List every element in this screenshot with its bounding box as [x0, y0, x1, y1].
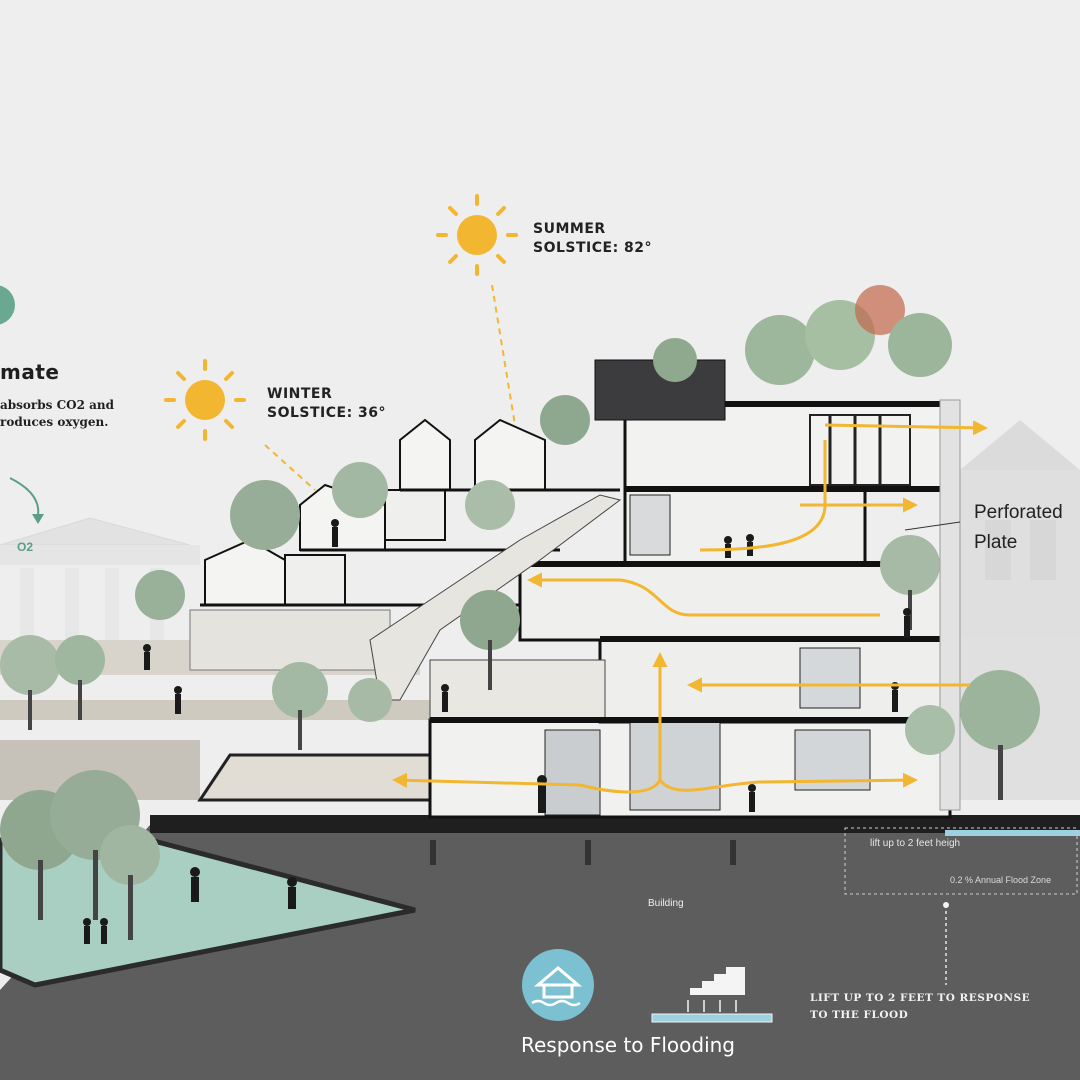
o2-label: O2 [17, 540, 34, 554]
winter-solstice-line1: WINTER [267, 386, 333, 402]
summer-sun-ray [491, 284, 516, 426]
perforated-leader [904, 521, 961, 531]
climate-text-line2: roduces oxygen. [0, 415, 109, 429]
climate-title: mate [0, 360, 60, 384]
lift-stairs-icon [651, 967, 773, 1023]
summer-solstice-line2: SOLSTICE: 82° [533, 240, 653, 256]
floodwater [945, 830, 1080, 836]
stepped-houses [200, 418, 622, 701]
climate-arrow [9, 477, 40, 516]
lift-height-label: lift up to 2 feet heigh [870, 838, 961, 849]
flood-leader-dot [943, 902, 949, 908]
background-gothic-building [960, 420, 1080, 800]
main-building [428, 359, 961, 819]
perforated-plate-line1: Perforated [974, 502, 1063, 523]
climate-text-line1: absorbs CO2 and [0, 398, 114, 412]
flood-lift-line1: LIFT UP TO 2 FEET TO RESPONSE [810, 992, 1031, 1004]
flood-zone-label: 0.2 % Annual Flood Zone [950, 875, 1052, 885]
people [83, 519, 911, 944]
flood-lift-line2: TO THE FLOOD [810, 1009, 909, 1021]
winter-sun-icon [164, 359, 246, 441]
flood-zone-box [844, 827, 1078, 895]
winter-solstice-line2: SOLSTICE: 36° [267, 405, 387, 421]
pile [430, 840, 436, 865]
airflow-arrows [392, 420, 988, 794]
flooding-title: Response to Flooding [521, 1033, 736, 1057]
climate-arrow-head [32, 514, 44, 524]
climate-icon [0, 285, 15, 325]
summer-solstice-line1: SUMMER [533, 221, 606, 237]
building-label: Building [648, 898, 684, 909]
summer-sun-icon [436, 194, 518, 276]
flood-house-icon [522, 949, 594, 1021]
perforated-plate-line2: Plate [974, 532, 1018, 553]
pile [730, 840, 736, 865]
trees [0, 285, 1040, 940]
winter-sun-ray [264, 444, 316, 491]
pile [585, 840, 591, 865]
